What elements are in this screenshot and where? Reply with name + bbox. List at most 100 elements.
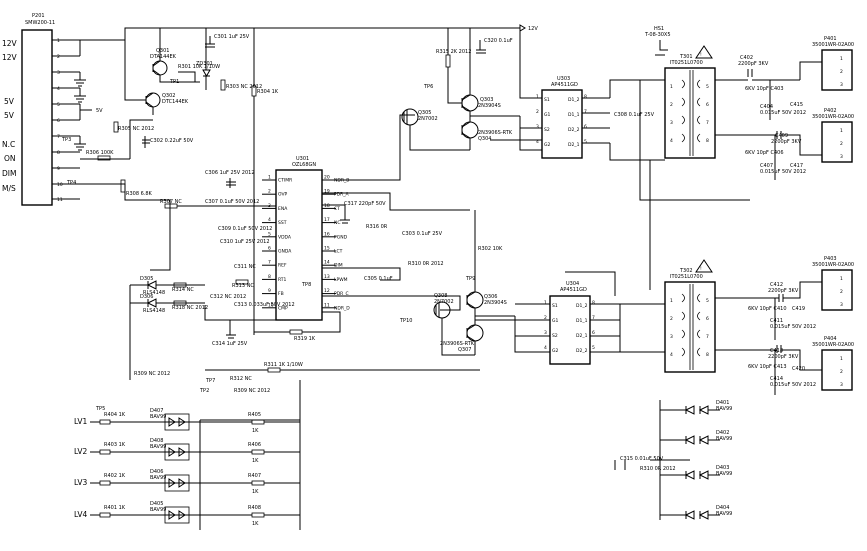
u304-pins-name: G2 — [552, 348, 558, 354]
winding — [697, 329, 701, 339]
u301-pin-number: 17 — [324, 217, 330, 223]
lamp-connector-pin: 2 — [840, 141, 843, 147]
u303-pins-name: G2 — [544, 142, 550, 148]
lamp-connector-body — [821, 121, 853, 163]
hv-c410: 6KV 10pF C410 — [748, 306, 787, 312]
p201-pin-7: 7 — [57, 134, 60, 140]
u301-pin-name: CT — [334, 206, 340, 212]
u303-pins-name: D2_2 — [568, 127, 580, 133]
bav99-diode — [684, 405, 695, 415]
lamp-series-resistor-val: 1K — [252, 428, 259, 434]
fb-c414-val: 0.015uF 50V 2012 — [770, 382, 816, 388]
winding — [681, 293, 685, 303]
output-cap-c412: C412 2200pF 3KV — [768, 282, 799, 302]
r301-label: R301 10K 1/10W — [178, 64, 220, 70]
u301-pin-number: 1 — [268, 175, 271, 181]
tp10-label: TP10 — [399, 318, 412, 324]
c412-val: 2200pF 3KV — [768, 288, 799, 294]
u303-pins-number: 2 — [536, 109, 539, 115]
u303-pins-number: 8 — [584, 94, 587, 100]
u301-pin-name: PDR_A — [334, 192, 350, 198]
tp3-label: TP3 — [61, 137, 71, 143]
p201-pin-1: 1 — [57, 38, 60, 44]
p201-pin-9: 9 — [57, 166, 60, 172]
c307-label: C307 0.1uF 50V 2012 — [205, 199, 259, 205]
net-label-12v: 12V — [528, 26, 538, 32]
p201-signal-5v-b: 5V — [4, 111, 15, 120]
lamp-connector-body — [821, 49, 853, 91]
u301-pin-name: ENA — [278, 206, 288, 212]
lamp-connector-part: 35001WR-02A00 — [812, 262, 854, 268]
u301-pin-number: 9 — [268, 288, 271, 294]
bav99-part: BAV99 — [716, 436, 732, 442]
c412-ref: C412 — [770, 282, 783, 288]
q301-ref: Q301 — [156, 48, 169, 54]
ic-u301: U301 OZL68GN 1CTIMR2OVP3ENA4SST5VDDA6GND… — [262, 156, 350, 321]
u304-pins-name: S1 — [552, 303, 558, 309]
p201-pin-8: 8 — [57, 150, 60, 156]
tp9-label: TP9 — [465, 276, 475, 282]
p201-part: SMW200-11 — [25, 20, 55, 26]
bav99-ref: D404 — [716, 505, 729, 511]
d305-part: RLS4148 — [143, 290, 165, 296]
u303-pins-name: D2_1 — [568, 142, 580, 148]
fb-c407-val: 0.015uF 50V 2012 — [760, 169, 806, 175]
lamp-series-resistor — [251, 480, 265, 486]
d305-ref: D305 — [140, 276, 153, 282]
t302-ref: T302 — [679, 268, 693, 274]
u301-pin-number: 3 — [268, 203, 271, 209]
lamp-connector-pin: 2 — [840, 369, 843, 375]
u301-pin-number: 7 — [268, 260, 271, 266]
lamp-connector-pin: 2 — [840, 289, 843, 295]
winding — [697, 311, 701, 321]
bav99-part: BAV99 — [716, 471, 732, 477]
lamp-connector-part: 35001WR-02A00 — [812, 342, 854, 348]
fb-c407: C407 — [760, 163, 773, 169]
u304-pins-number: 2 — [544, 315, 547, 321]
q302-ref: Q302 — [162, 93, 175, 99]
c409-ref: C409 — [775, 133, 788, 139]
hv-c413: 6KV 10pF C413 — [748, 364, 787, 370]
u301-pin-number: 4 — [268, 217, 271, 223]
q305-ref: Q305 — [418, 110, 431, 116]
hv-c406: 6KV 10pF C406 — [745, 150, 784, 156]
winding — [681, 329, 685, 339]
winding — [697, 347, 701, 357]
lamp-series-resistor — [251, 512, 265, 518]
bav99-ref: D403 — [716, 465, 729, 471]
lamp-connector-pin: 3 — [840, 82, 843, 88]
bav99-part: BAV99 — [716, 406, 732, 412]
c301-label: C301 1uF 25V — [214, 34, 250, 40]
u301-pin-name: FB — [278, 291, 284, 297]
sec-c420: C420 — [792, 366, 805, 372]
winding — [681, 79, 685, 89]
u301-part: OZL68GN — [292, 162, 316, 168]
bav99-diode — [168, 478, 186, 488]
t302-pins-number: 8 — [706, 352, 709, 358]
p201-body — [21, 29, 53, 206]
bav99-diode — [168, 447, 186, 457]
output-cap-c402: C402 2200pF 3KV — [738, 55, 769, 77]
hv-c403: 6KV 10pF C403 — [745, 86, 784, 92]
bav99-part: BAV99 — [150, 507, 166, 513]
u304-pins-number: 3 — [544, 330, 547, 336]
u303-pins-number: 5 — [584, 139, 587, 145]
p201-pin-2: 2 — [57, 54, 60, 60]
p201-pin-6: 6 — [57, 118, 60, 124]
r306-label: R306 100K — [86, 150, 114, 156]
sec-c417: C417 — [790, 163, 803, 169]
c418-val: 2200pF 3KV — [768, 354, 799, 360]
c320-label: C320 0.1uF — [484, 38, 513, 44]
u301-pin-name: DIM — [334, 263, 343, 269]
t301-warning: ! — [700, 52, 702, 58]
c402-val: 2200pF 3KV — [738, 61, 769, 67]
tp1-label: TP1 — [169, 79, 179, 85]
r304-label: R304 1K — [257, 89, 279, 95]
u304-pins-number: 6 — [592, 330, 595, 336]
u301-pin-name: CMP — [278, 305, 288, 311]
r307-label: R307 NC — [160, 199, 182, 205]
